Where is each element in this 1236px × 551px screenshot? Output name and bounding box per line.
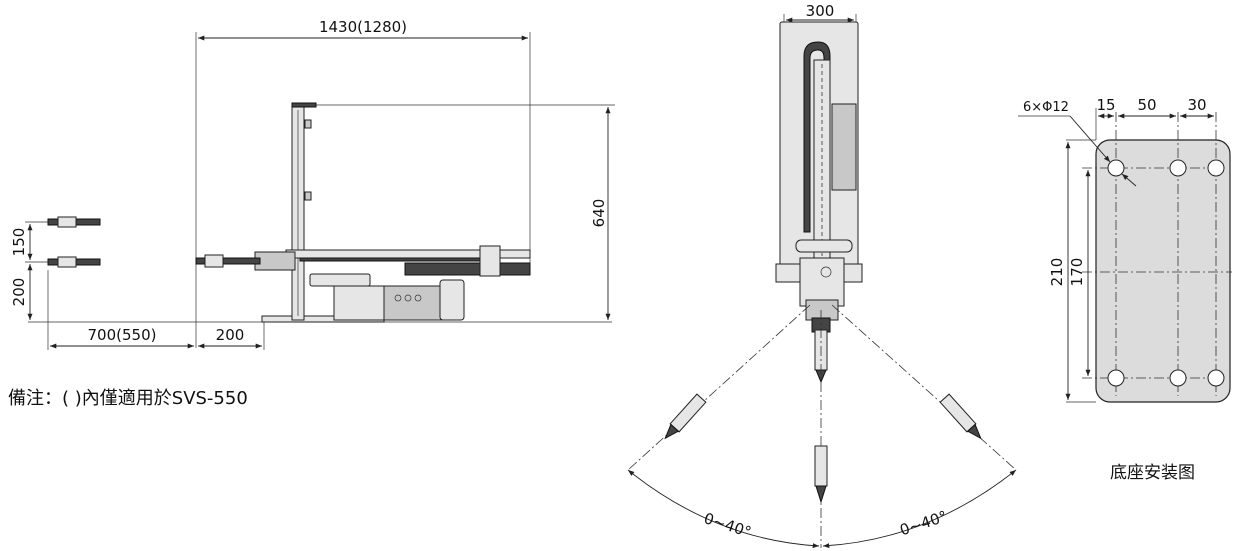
centerline-left [627, 304, 811, 471]
gripper-swing-left [664, 393, 707, 440]
centerline-right [831, 304, 1017, 471]
arc-right [822, 469, 1017, 549]
base-plate: 15 50 30 6×Φ12 210 170 [1018, 96, 1232, 403]
dim-150-label: 150 [10, 228, 28, 257]
swing-right-label: 0~40° [898, 507, 950, 539]
gripper-swing-center [814, 445, 828, 504]
dim-15-label: 15 [1096, 96, 1115, 114]
dim-170-label: 170 [1068, 258, 1086, 287]
dim-50-label: 50 [1137, 96, 1156, 114]
holes-leader [1069, 115, 1111, 163]
dim-reach-label: 700(550) [88, 326, 157, 344]
dim-width-label: 1430(1280) [319, 18, 407, 36]
arc-left [627, 469, 820, 549]
gripper-lower [47, 256, 101, 268]
base-plate-outline [1095, 139, 1231, 403]
side-view: 1430(1280) 640 150 200 700(550) 200 [10, 18, 615, 350]
footnote: 備注：( )內僅適用於SVS-550 [8, 388, 248, 409]
front-view: 300 [627, 2, 1017, 549]
dim-offset-label: 200 [216, 326, 245, 344]
dim-30-label: 30 [1187, 96, 1206, 114]
mounting-holes [1107, 159, 1225, 387]
gripper-upper [47, 216, 101, 228]
swing-left-label: 0~40° [702, 509, 754, 541]
gripper-swing-right [939, 393, 982, 440]
dim-300-label: 300 [806, 2, 835, 20]
dim-200v-label: 200 [10, 278, 28, 307]
robot-front [775, 21, 863, 384]
holes-label: 6×Φ12 [1023, 100, 1069, 115]
base-plate-caption: 底座安装图 [1110, 463, 1195, 483]
dim-height-label: 640 [590, 199, 608, 228]
dim-210-label: 210 [1048, 258, 1066, 287]
robot-side [195, 102, 531, 323]
